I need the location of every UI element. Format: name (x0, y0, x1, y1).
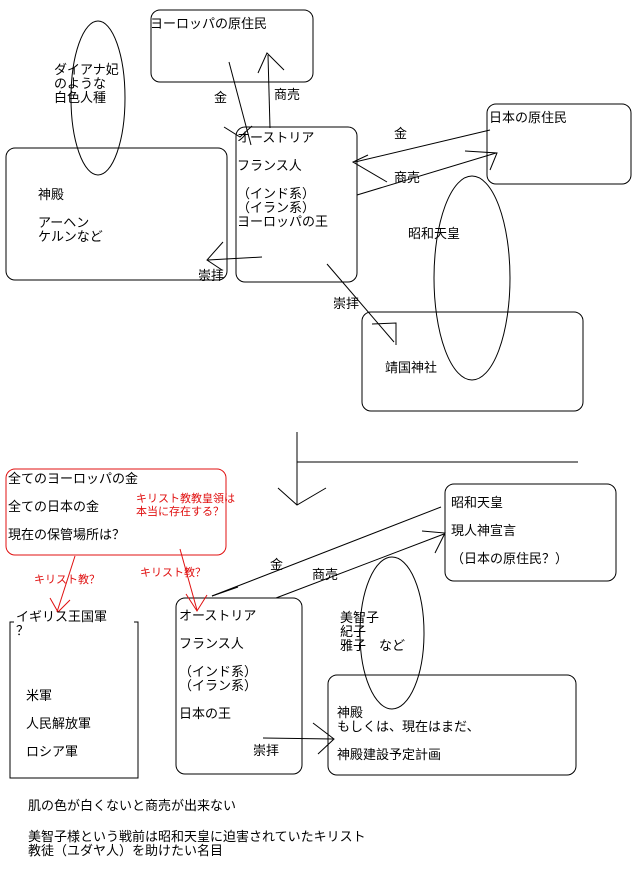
shinden-plan-label: 神殿 もしくは、現在はまだ、 神殿建設予定計画 (337, 706, 480, 763)
worship-label-bottom: 崇拝 (253, 744, 280, 759)
shinden-label: 神殿 アーヘン ケルンなど (38, 188, 103, 245)
christian-arrow-right-head (185, 593, 208, 612)
british-army-box (9, 621, 139, 779)
armies-label: 米軍 人民解放軍 ロシア軍 (26, 689, 92, 760)
christian-arrow-right (179, 548, 198, 611)
vatican-question: キリスト教教皇領は 本当に存在する？ (136, 492, 235, 518)
showa-box-label: 昭和天皇 現人神宣言 （日本の原住民？） (451, 496, 569, 567)
europe-king-label: オーストリア フランス人 （インド系） （イラン系） ヨーロッパの王 (237, 131, 329, 230)
gold-label-left: 金 (214, 91, 228, 106)
yasukuni-box (361, 311, 584, 412)
japan-natives-box (486, 103, 632, 185)
christian-question-right: キリスト教？ (140, 566, 206, 579)
japan-natives-label: 日本の原住民 (489, 111, 568, 126)
christian-arrow-left (56, 555, 76, 613)
europe-king-box (235, 126, 358, 283)
yasukuni-label: 靖国神社 (385, 361, 438, 376)
worship-arrow-shinden-head (312, 722, 335, 755)
commerce-arrow-up-head (257, 52, 285, 74)
commerce-arrow-showa-head (421, 530, 446, 554)
commerce-arrow-up (267, 54, 271, 129)
shinden-plan-box (327, 674, 577, 776)
gold-arrow-japan-head (351, 154, 388, 183)
commerce-arrow-japan-head (464, 150, 498, 171)
princesses-label: 美智子 紀子 雅子 など (340, 611, 406, 654)
commerce-label-top: 商売 (274, 88, 301, 103)
gold-arrow-europe-head (223, 125, 253, 138)
worship-arrow-left (207, 256, 263, 261)
gold-storage-label: 全てのヨーロッパの金 全ての日本の金 現在の保管場所は？ (8, 472, 139, 543)
diana-label: ダイアナ妃 のような 白色人種 (54, 63, 119, 106)
worship-arrow-left-head (206, 241, 224, 271)
british-army-label: イギリス王国軍 ？ (16, 610, 108, 639)
commerce-label-right: 商売 (394, 171, 421, 186)
gold-arrow-japan (354, 129, 491, 163)
gold-arrow-showa-head (211, 586, 239, 597)
gold-label-bottom: 金 (270, 558, 284, 573)
commerce-arrow-japan (356, 152, 497, 196)
down-arrow-head (277, 487, 327, 506)
worship-arrow-yasukuni (326, 263, 395, 343)
worship-label-right: 崇拝 (333, 297, 360, 312)
commerce-label-bottom: 商売 (312, 568, 339, 583)
gold-storage-box (5, 468, 227, 556)
princesses-ellipse (359, 556, 425, 710)
gold-label-right: 金 (394, 127, 408, 142)
christian-question-left: キリスト教？ (34, 573, 100, 586)
note-skin-color: 肌の色が白くないと商売が出来ない (28, 799, 237, 814)
japan-king-label: オーストリア フランス人 （インド系） （イラン系） 日本の王 (179, 609, 258, 722)
christian-arrow-left-head (49, 597, 71, 613)
gold-arrow-europe (228, 61, 252, 146)
japan-king-box (175, 597, 303, 775)
worship-arrow-yasukuni-head (371, 322, 397, 345)
showa-label: 昭和天皇 (408, 227, 461, 242)
worship-label-left: 崇拝 (198, 269, 225, 284)
commerce-arrow-showa (275, 533, 445, 599)
diana-ellipse (70, 20, 126, 176)
gold-arrow-showa (211, 506, 442, 597)
europe-natives-label: ヨーロッパの原住民 (150, 17, 268, 32)
showa-ellipse (433, 175, 511, 381)
europe-natives-box (150, 9, 314, 83)
note-michiko: 美智子様という戦前は昭和天皇に迫害されていたキリスト 教徒（ユダヤ人）を助けたい… (28, 830, 366, 859)
worship-arrow-shinden (262, 737, 334, 740)
shinden-box (5, 147, 228, 281)
